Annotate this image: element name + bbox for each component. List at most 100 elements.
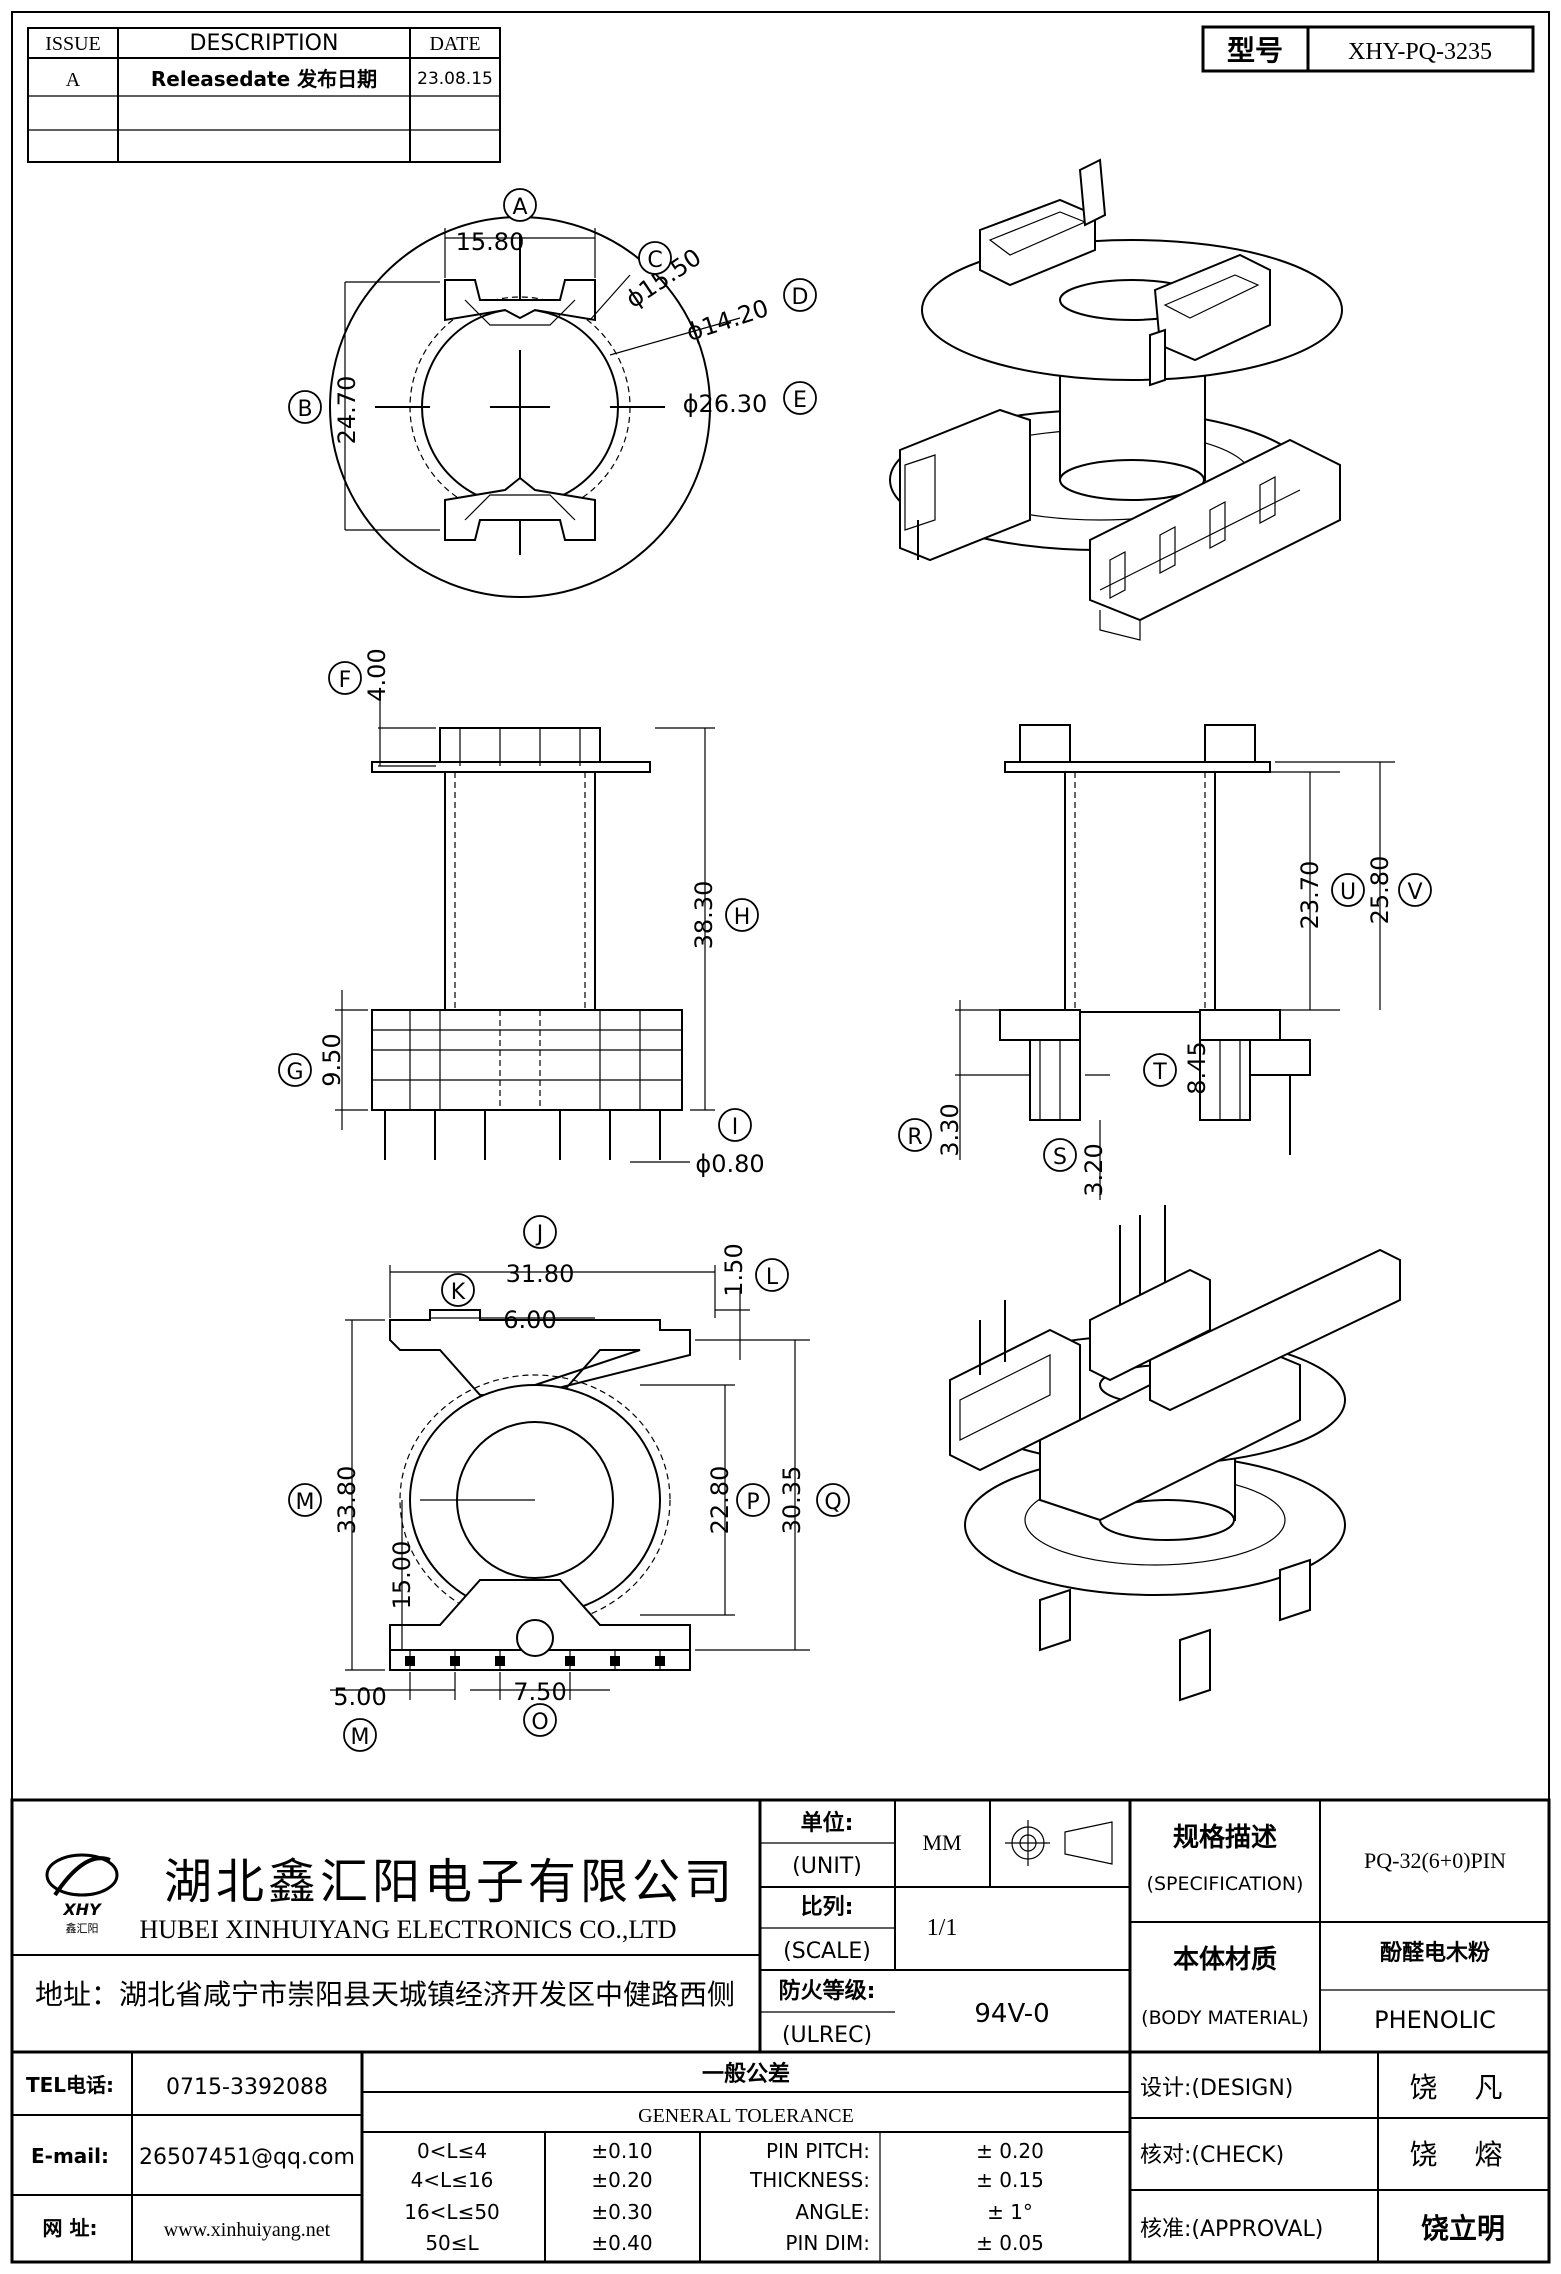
side-view: 23.70 25.80 3.30 3.20 8.45 U V R S T [898, 724, 1432, 1200]
approval-value: 饶立明 [1421, 2212, 1505, 2245]
material-value-en: PHENOLIC [1374, 2006, 1496, 2034]
balloon-o: O [531, 1710, 548, 1735]
dim-33-80: 33.80 [333, 1466, 361, 1535]
tol-range: 4<L≤16 [411, 2168, 494, 2192]
tol-value: ±0.10 [591, 2139, 652, 2163]
tol-value: ±0.30 [591, 2200, 652, 2224]
model-box: 型号 XHY-PQ-3235 [1201, 25, 1535, 73]
company-logo: XHY 鑫汇阳 [45, 1853, 119, 1935]
tel-value: 0715-3392088 [166, 2075, 328, 2100]
revision-table: ISSUE DESCRIPTION DATE A Releasedate 发布日… [27, 27, 501, 163]
dim-15-00: 15.00 [388, 1541, 416, 1610]
dim-24-70: 24.70 [333, 376, 361, 445]
dim-15-80: 15.80 [456, 228, 525, 256]
logo-sub: 鑫汇阳 [66, 1921, 99, 1935]
dim-dia-0-80: ϕ0.80 [695, 1150, 764, 1178]
balloon-f: F [339, 668, 352, 693]
date-value: 23.08.15 [417, 69, 493, 89]
tol-item-value: ± 0.05 [976, 2231, 1044, 2255]
material-value-cn: 酚醛电木粉 [1380, 1941, 1490, 1966]
balloon-c: C [647, 248, 662, 273]
tolerance-title-cn: 一般公差 [702, 2061, 790, 2087]
front-view: 4.00 38.30 9.50 ϕ0.80 F G H I [278, 648, 765, 1178]
balloon-h: H [734, 905, 751, 930]
tolerance-title-en: GENERAL TOLERANCE [638, 2105, 854, 2127]
unit-value: MM [922, 1830, 961, 1855]
dim-31-80: 31.80 [506, 1260, 575, 1288]
dim-3-20: 3.20 [1080, 1143, 1108, 1196]
dim-4-00: 4.00 [363, 648, 391, 701]
title-block: XHY 鑫汇阳 湖北鑫汇阳电子有限公司 HUBEI XINHUIYANG ELE… [10, 1798, 1551, 2264]
tolerance-row: 16<L≤50 ±0.30 ANGLE: ± 1° [404, 2200, 1033, 2224]
material-label-cn: 本体材质 [1173, 1945, 1277, 1975]
tol-item-value: ± 0.15 [976, 2168, 1044, 2192]
dim-38-30: 38.30 [690, 881, 718, 950]
dim-25-80: 25.80 [1366, 856, 1394, 925]
balloon-p: P [746, 1490, 759, 1515]
spec-label-en: (SPECIFICATION) [1147, 1873, 1304, 1895]
balloon-l: L [766, 1265, 779, 1290]
tol-item: PIN DIM: [785, 2231, 870, 2255]
dim-8-45: 8.45 [1183, 1041, 1211, 1094]
balloon-r: R [907, 1125, 922, 1150]
scale-label-en: (SCALE) [783, 1939, 871, 1964]
dim-6-00: 6.00 [503, 1306, 556, 1334]
balloon-q: Q [824, 1490, 841, 1515]
email-value: 26507451@qq.com [139, 2145, 355, 2170]
company-name-en: HUBEI XINHUIYANG ELECTRONICS CO.,LTD [139, 1915, 676, 1944]
dim-3-30: 3.30 [936, 1103, 964, 1156]
description-header: DESCRIPTION [190, 31, 339, 56]
balloon-v: V [1407, 880, 1422, 905]
tel-label: TEL电话: [26, 2073, 114, 2097]
balloon-g: G [286, 1060, 303, 1085]
balloon-d: D [792, 285, 809, 310]
approval-label: 核准:(APPROVAL) [1140, 2217, 1323, 2242]
scale-label-cn: 比列: [801, 1895, 854, 1920]
balloon-b: B [297, 397, 312, 422]
logo-text: XHY [62, 1900, 102, 1919]
tol-item: THICKNESS: [749, 2168, 870, 2192]
tol-item-value: ± 0.20 [976, 2139, 1044, 2163]
flame-value: 94V-0 [974, 1999, 1049, 2029]
dim-dia-26-30: ϕ26.30 [683, 390, 768, 418]
flame-label-en: (ULREC) [782, 2023, 872, 2048]
dim-30-35: 30.35 [778, 1466, 806, 1535]
tol-value: ±0.40 [591, 2231, 652, 2255]
balloon-e: E [793, 388, 807, 413]
balloon-a: A [512, 195, 527, 220]
iso-view-bottom [949, 1205, 1401, 1702]
check-value: 饶 熔 [1410, 2138, 1517, 2171]
model-label: 型号 [1227, 34, 1283, 67]
balloon-k: K [451, 1280, 466, 1305]
bottom-view: 31.80 6.00 1.50 33.80 15.00 22.80 30.35 … [288, 1215, 850, 1752]
design-value: 饶 凡 [1410, 2071, 1517, 2104]
dim-5-00: 5.00 [333, 1683, 386, 1711]
spec-value: PQ-32(6+0)PIN [1364, 1848, 1506, 1873]
tolerance-row: 4<L≤16 ±0.20 THICKNESS: ± 0.15 [411, 2168, 1044, 2192]
model-value: XHY-PQ-3235 [1348, 39, 1492, 65]
tol-range: 50≤L [425, 2231, 479, 2255]
date-header: DATE [429, 33, 480, 55]
flame-label-cn: 防火等级: [779, 1978, 876, 2004]
tolerance-row: 0<L≤4 ±0.10 PIN PITCH: ± 0.20 [417, 2139, 1044, 2163]
check-label: 核对:(CHECK) [1140, 2143, 1284, 2168]
balloon-i: I [732, 1115, 739, 1140]
dim-9-50: 9.50 [318, 1033, 346, 1086]
unit-label-en: (UNIT) [792, 1854, 862, 1879]
tol-item-value: ± 1° [987, 2200, 1033, 2224]
tol-range: 0<L≤4 [417, 2139, 487, 2163]
dim-23-70: 23.70 [1296, 861, 1324, 930]
balloon-s: S [1053, 1145, 1067, 1170]
material-label-en: (BODY MATERIAL) [1141, 2007, 1309, 2029]
balloon-j: J [535, 1222, 544, 1247]
web-label: 网 址: [43, 2216, 98, 2240]
dim-dia-14-20: ϕ14.20 [683, 294, 772, 347]
projection-symbol [1005, 1820, 1113, 1866]
scale-value: 1/1 [927, 1915, 958, 1941]
balloon-m: M [296, 1490, 315, 1515]
balloon-m2: M [351, 1725, 370, 1750]
dim-1-50: 1.50 [720, 1243, 748, 1296]
unit-label-cn: 单位: [801, 1810, 854, 1836]
tol-range: 16<L≤50 [404, 2200, 500, 2224]
